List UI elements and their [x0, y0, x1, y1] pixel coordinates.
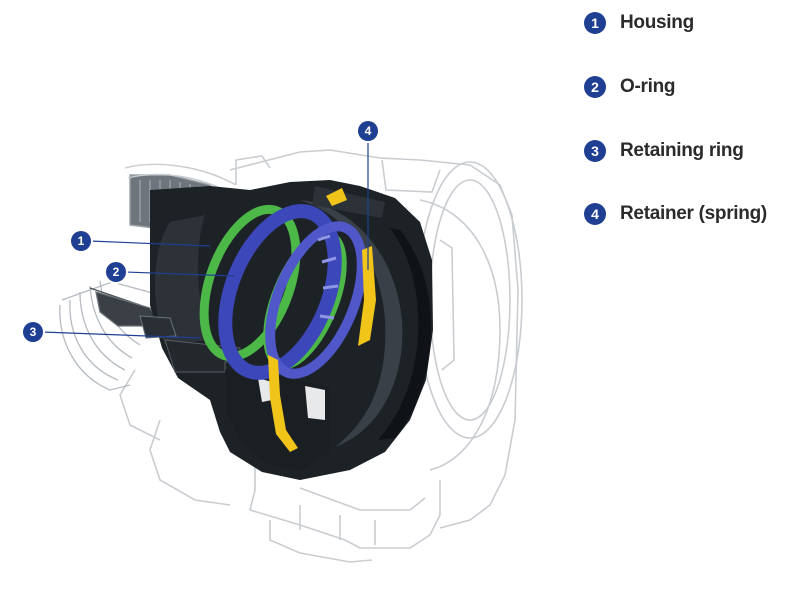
legend-item-retainer-spring: 4 Retainer (spring) [584, 201, 767, 227]
retainer-spring-part [268, 188, 376, 452]
legend-label-retaining-ring: Retaining ring [620, 140, 744, 161]
callout-2-badge: 2 [106, 262, 126, 282]
legend-item-housing: 1 Housing [584, 10, 694, 36]
legend-item-retaining-ring: 3 Retaining ring [584, 138, 744, 164]
legend-label-housing: Housing [620, 12, 694, 33]
legend-label-o-ring: O-ring [620, 76, 676, 97]
number-4-badge-icon: 4 [584, 203, 606, 225]
callout-1-badge: 1 [71, 231, 91, 251]
number-2-badge-icon: 2 [584, 76, 606, 98]
number-1-badge-icon: 1 [584, 12, 606, 34]
callout-3-badge: 3 [23, 322, 43, 342]
legend-label-retainer-spring: Retainer (spring) [620, 203, 767, 224]
callout-lines [41, 141, 369, 339]
number-3-badge-icon: 3 [584, 140, 606, 162]
retaining-ring-part [218, 204, 367, 380]
legend-item-o-ring: 2 O-ring [584, 74, 676, 100]
callout-4-badge: 4 [358, 121, 378, 141]
